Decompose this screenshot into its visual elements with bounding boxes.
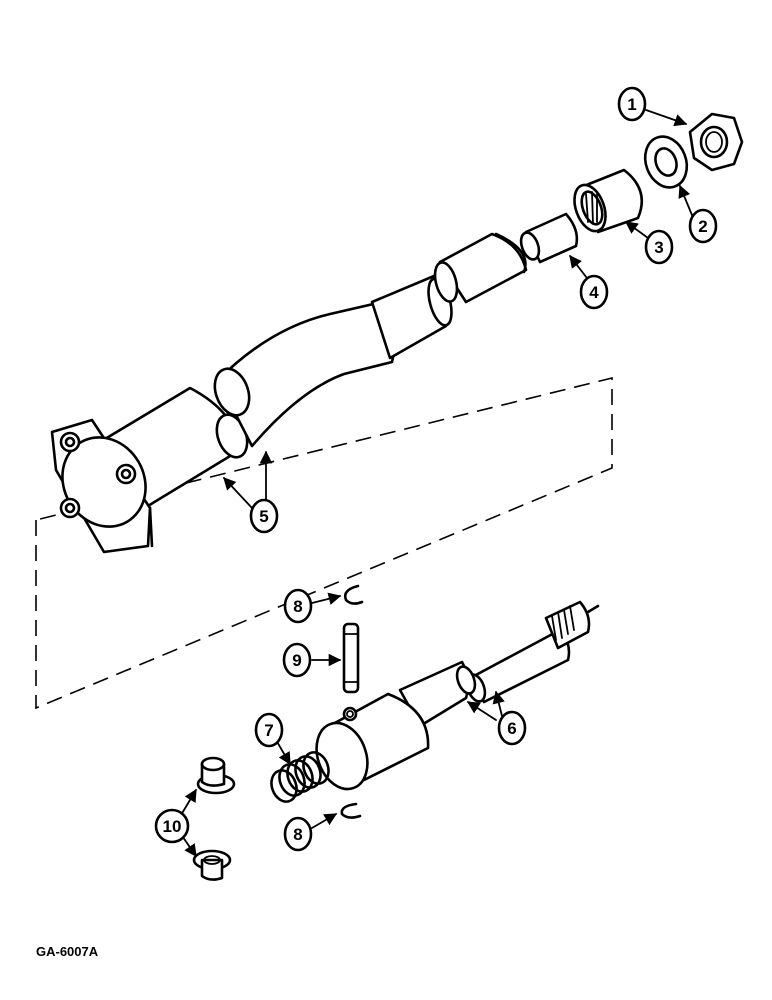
sleeve	[519, 212, 579, 264]
leader-lines	[177, 109, 695, 858]
figure-code: GA-6007A	[36, 944, 99, 959]
svg-text:10: 10	[163, 817, 182, 836]
svg-text:9: 9	[292, 651, 301, 670]
svg-text:2: 2	[698, 217, 707, 236]
column-tube	[50, 232, 528, 554]
pin	[342, 622, 360, 694]
shaft	[315, 600, 600, 791]
callout-4: 4	[579, 274, 609, 310]
washer	[643, 135, 689, 189]
svg-text:5: 5	[259, 507, 268, 526]
callout-6: 6	[497, 710, 527, 746]
assembly-guide-dashed-line	[35, 376, 613, 710]
svg-text:6: 6	[507, 719, 516, 738]
callout-10: 10	[154, 808, 190, 844]
needle-bearing	[573, 168, 643, 234]
svg-text:3: 3	[654, 238, 663, 257]
bushing-upper	[196, 756, 236, 795]
svg-text:8: 8	[293, 597, 302, 616]
callout-8-upper: 8	[283, 588, 313, 624]
svg-text:8: 8	[293, 825, 302, 844]
callout-1: 1	[617, 86, 647, 122]
svg-text:4: 4	[589, 283, 599, 302]
callout-3: 3	[644, 229, 674, 265]
callout-7: 7	[254, 712, 284, 748]
callout-5: 5	[249, 498, 279, 534]
callout-2: 2	[688, 208, 718, 244]
svg-text:1: 1	[627, 95, 636, 114]
svg-text:7: 7	[264, 721, 273, 740]
bushing-lower	[192, 849, 232, 881]
spring	[270, 751, 330, 803]
callout-8-lower: 8	[283, 816, 313, 852]
snap-ring-lower	[340, 802, 362, 819]
callout-9: 9	[282, 642, 312, 678]
snap-ring-upper	[343, 584, 364, 605]
hex-nut	[688, 112, 744, 172]
